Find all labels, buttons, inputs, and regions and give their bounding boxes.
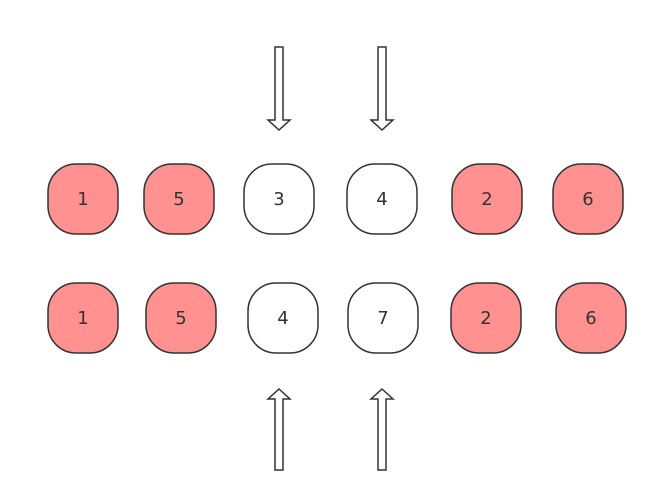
node-label: 6 — [582, 189, 593, 210]
node-label: 1 — [77, 308, 88, 329]
array-node: 2 — [450, 282, 522, 354]
node-shape — [450, 282, 522, 354]
node-label: 7 — [377, 308, 388, 329]
array-node: 4 — [346, 163, 418, 235]
node-shape — [47, 282, 119, 354]
node-shape — [552, 163, 624, 235]
array-node: 1 — [47, 282, 119, 354]
array-node: 5 — [145, 282, 217, 354]
node-shape — [47, 163, 119, 235]
array-node: 7 — [347, 282, 419, 354]
array-node: 6 — [555, 282, 627, 354]
row-0: 1 5 3 4 2 6 — [47, 163, 624, 235]
node-label: 3 — [273, 189, 284, 210]
node-shape — [145, 282, 217, 354]
node-shape — [347, 282, 419, 354]
node-label: 4 — [277, 308, 288, 329]
node-label: 5 — [175, 308, 186, 329]
row-1: 1 5 4 7 2 6 — [47, 282, 627, 354]
up-arrow-icon — [266, 387, 292, 471]
node-label: 6 — [585, 308, 596, 329]
node-shape — [143, 163, 215, 235]
node-label: 1 — [77, 189, 88, 210]
down-arrow-icon — [266, 46, 292, 132]
up-arrow-icon — [369, 387, 395, 471]
node-shape — [243, 163, 315, 235]
node-label: 2 — [481, 189, 492, 210]
node-label: 5 — [173, 189, 184, 210]
array-node: 4 — [247, 282, 319, 354]
array-node: 6 — [552, 163, 624, 235]
node-shape — [247, 282, 319, 354]
node-label: 4 — [376, 189, 387, 210]
node-label: 2 — [480, 308, 491, 329]
node-shape — [555, 282, 627, 354]
node-shape — [451, 163, 523, 235]
array-node: 5 — [143, 163, 215, 235]
array-node: 1 — [47, 163, 119, 235]
array-node: 3 — [243, 163, 315, 235]
down-arrow-icon — [369, 46, 395, 132]
node-shape — [346, 163, 418, 235]
array-node: 2 — [451, 163, 523, 235]
